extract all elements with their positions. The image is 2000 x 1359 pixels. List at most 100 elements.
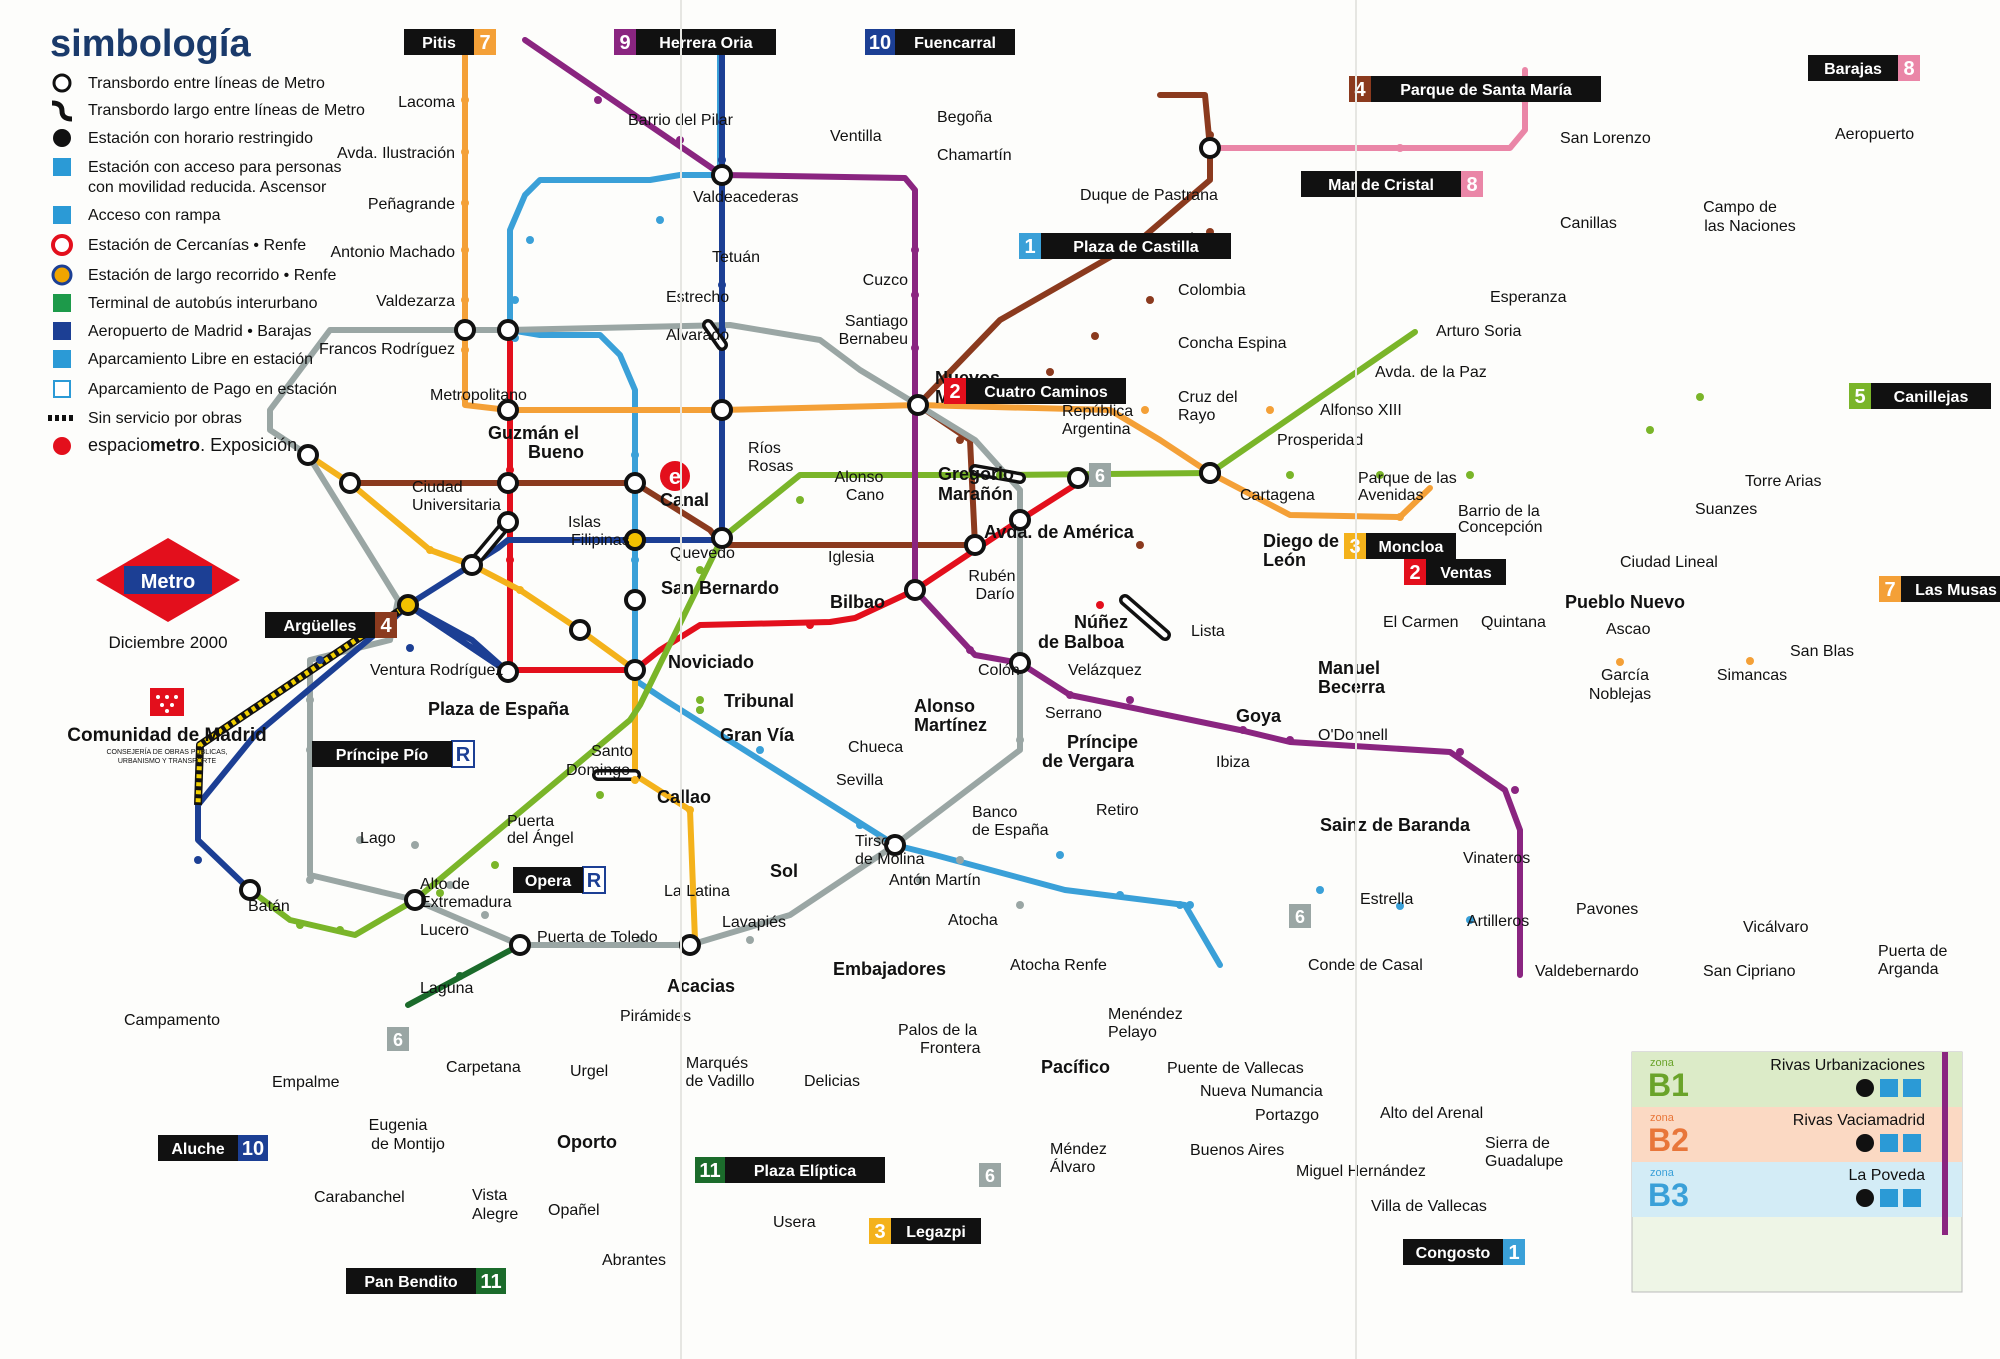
transfer-station[interactable] — [297, 444, 319, 466]
station-label[interactable]: Santo — [591, 743, 633, 760]
station-label[interactable]: El Carmen — [1383, 614, 1459, 631]
station-label[interactable]: Universitaria — [412, 497, 501, 514]
station-label[interactable]: Estrella — [1360, 891, 1413, 908]
station-dot[interactable] — [1696, 393, 1704, 401]
transfer-station[interactable] — [1009, 652, 1031, 674]
transfer-station-tribunal[interactable] — [624, 529, 646, 551]
station-label[interactable]: Parque de las — [1358, 470, 1457, 487]
transfer-station[interactable] — [904, 579, 926, 601]
station-label[interactable]: Valdeacederas — [693, 189, 799, 206]
station-label[interactable]: Begoña — [937, 109, 992, 126]
station-label[interactable]: Chueca — [848, 739, 903, 756]
station-dot[interactable] — [411, 841, 419, 849]
station-label[interactable]: Ascao — [1606, 621, 1651, 638]
station-label[interactable]: Villa de Vallecas — [1371, 1198, 1487, 1215]
transfer-station[interactable] — [711, 399, 733, 421]
station-label[interactable]: las Naciones — [1704, 218, 1796, 235]
station-label[interactable]: Eugenia — [369, 1117, 428, 1134]
station-label[interactable]: Tetuán — [712, 249, 760, 266]
major-station-label[interactable]: Diego de — [1263, 531, 1339, 551]
station-label[interactable]: Bernabeu — [839, 331, 908, 348]
station-label[interactable]: Canillas — [1560, 215, 1617, 232]
station-dot[interactable] — [436, 889, 444, 897]
zone-station[interactable]: Rivas Vaciamadrid — [1793, 1112, 1925, 1129]
station-label[interactable]: Quevedo — [670, 545, 735, 562]
station-dot[interactable] — [696, 696, 704, 704]
station-dot[interactable] — [461, 246, 469, 254]
station-dot[interactable] — [916, 876, 924, 884]
major-station-label[interactable]: Gregorio — [938, 464, 1014, 484]
station-dot[interactable] — [746, 936, 754, 944]
station-label[interactable]: Abrantes — [602, 1252, 666, 1269]
transfer-station[interactable] — [404, 889, 426, 911]
zone-station[interactable]: La Poveda — [1848, 1167, 1925, 1184]
major-station-label[interactable]: Canal — [660, 490, 709, 510]
major-station-label[interactable]: Goya — [1236, 706, 1282, 726]
terminal-badge[interactable]: 3Moncloa — [1344, 533, 1456, 559]
station-label[interactable]: Vicálvaro — [1743, 919, 1809, 936]
major-station-label[interactable]: Embajadores — [833, 959, 946, 979]
major-station-label[interactable]: Noviciado — [668, 652, 754, 672]
station-label[interactable]: Lista — [1191, 623, 1225, 640]
station-label[interactable]: Suanzes — [1695, 501, 1757, 518]
station-label[interactable]: Marqués — [686, 1055, 748, 1072]
station-label[interactable]: Pirámides — [620, 1008, 691, 1025]
station-label[interactable]: Alegre — [472, 1206, 518, 1223]
station-dot[interactable] — [1746, 657, 1754, 665]
major-station-label[interactable]: Pacífico — [1041, 1057, 1110, 1077]
station-dot[interactable] — [461, 296, 469, 304]
major-station-label[interactable]: de Balboa — [1038, 632, 1125, 652]
transfer-station[interactable] — [1199, 462, 1221, 484]
station-dot[interactable] — [1266, 406, 1274, 414]
station-label[interactable]: San Cipriano — [1703, 963, 1796, 980]
station-dot[interactable] — [1396, 902, 1404, 910]
transfer-station[interactable] — [1067, 467, 1089, 489]
transfer-station[interactable] — [239, 879, 261, 901]
station-dot[interactable] — [461, 346, 469, 354]
station-label[interactable]: Alfonso XIII — [1320, 402, 1402, 419]
station-label[interactable]: de España — [972, 822, 1049, 839]
major-station-label[interactable]: Callao — [657, 787, 711, 807]
station-label[interactable]: Cuzco — [863, 272, 908, 289]
transfer-station[interactable] — [711, 164, 733, 186]
station-label[interactable]: Lago — [360, 830, 396, 847]
major-station-label[interactable]: Oporto — [557, 1132, 617, 1152]
station-dot[interactable] — [406, 644, 414, 652]
major-station-label[interactable]: Guzmán el — [488, 423, 579, 443]
station-dot[interactable] — [1091, 332, 1099, 340]
station-dot[interactable] — [506, 556, 514, 564]
station-dot[interactable] — [296, 921, 304, 929]
station-label[interactable]: Valdezarza — [376, 293, 455, 310]
station-label[interactable]: Velázquez — [1068, 662, 1142, 679]
station-label[interactable]: Puerta — [507, 813, 554, 830]
station-dot[interactable] — [806, 621, 814, 629]
station-label[interactable]: Cartagena — [1240, 487, 1315, 504]
station-dot[interactable] — [631, 451, 639, 459]
station-label[interactable]: Ventura Rodríguez — [370, 662, 503, 679]
station-label[interactable]: Avda. de la Paz — [1375, 364, 1487, 381]
station-dot[interactable] — [516, 586, 524, 594]
station-dot[interactable] — [1286, 471, 1294, 479]
station-label[interactable]: O'Donnell — [1318, 727, 1388, 744]
station-label[interactable]: Puerta de Toledo — [537, 929, 658, 946]
station-label[interactable]: Cano — [846, 487, 884, 504]
transfer-station-principe-pio[interactable] — [397, 594, 419, 616]
station-label[interactable]: La Latina — [664, 883, 730, 900]
station-label[interactable]: Cruz del — [1178, 389, 1238, 406]
station-label[interactable]: Rubén — [968, 568, 1015, 585]
station-label[interactable]: Batán — [248, 898, 290, 915]
transfer-station[interactable] — [497, 319, 519, 341]
station-label[interactable]: Conde de Casal — [1308, 957, 1423, 974]
station-dot[interactable] — [1096, 601, 1104, 609]
station-label[interactable]: Arganda — [1878, 961, 1939, 978]
station-label[interactable]: Ibiza — [1216, 754, 1250, 771]
station-label[interactable]: Urgel — [570, 1063, 608, 1080]
station-dot[interactable] — [631, 556, 639, 564]
